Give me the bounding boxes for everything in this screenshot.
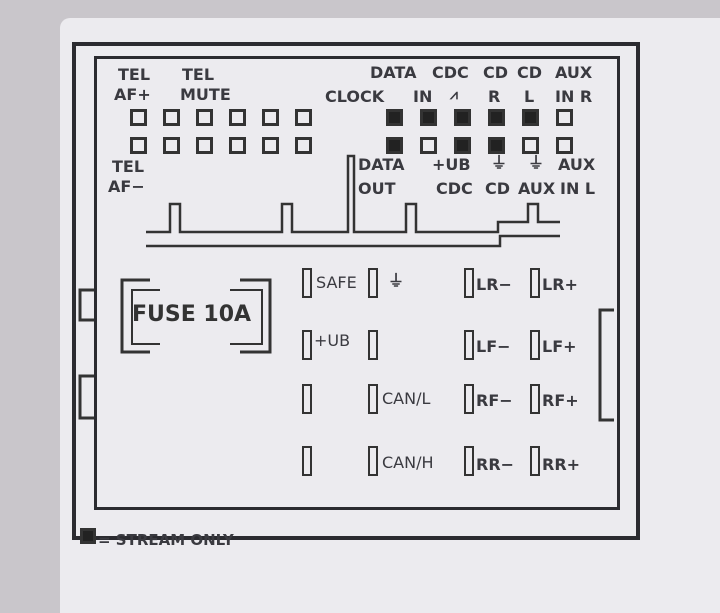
pin-can-l: CAN/L — [382, 389, 431, 408]
label-tel-af-minus-1: TEL — [112, 157, 145, 176]
pin-stream-only — [386, 109, 403, 126]
pin-rr-plus: RR+ — [542, 455, 581, 474]
pin-stream-only — [488, 109, 505, 126]
legend-text: = STREAM ONLY — [98, 531, 234, 549]
pin-slot — [368, 268, 378, 298]
pin-slot — [368, 446, 378, 476]
pin-stream-only — [420, 109, 437, 126]
pin-rf-minus: RF− — [476, 391, 513, 410]
pin-rf-plus: RF+ — [542, 391, 579, 410]
pin-slot — [368, 330, 378, 360]
label-data-in-1: DATA — [370, 63, 417, 82]
pin-slot — [464, 330, 474, 360]
pin — [262, 109, 279, 126]
label-aux-in-r-1: AUX — [555, 63, 593, 82]
outer-frame — [72, 42, 640, 540]
label-tel-af-plus-1: TEL — [118, 65, 151, 84]
legend-filled-square — [80, 528, 96, 544]
pin-lr-plus: LR+ — [542, 275, 578, 294]
ground-icon: ⏚ — [491, 153, 508, 172]
pin-slot — [464, 384, 474, 414]
pin-slot — [302, 330, 312, 360]
pin-stream-only — [386, 137, 403, 154]
label-data-in-2: IN — [413, 87, 433, 106]
pin — [556, 109, 573, 126]
pin-stream-only — [488, 137, 505, 154]
pin-slot — [302, 384, 312, 414]
label-data-out-1: DATA — [358, 155, 405, 174]
label-cd-r-1: CD — [483, 63, 509, 82]
pin-slot — [530, 384, 540, 414]
label-ub-cdc-1: +UB — [432, 155, 471, 174]
pin-lr-minus: LR− — [476, 275, 512, 294]
label-cd-l-1: CD — [517, 63, 543, 82]
pin-slot — [368, 384, 378, 414]
label-tel-mute-1: TEL — [182, 65, 215, 84]
pin-slot — [530, 268, 540, 298]
pin — [522, 137, 539, 154]
pin-slot — [464, 446, 474, 476]
label-clock: CLOCK — [325, 87, 385, 106]
label-data-out-2: OUT — [358, 179, 396, 198]
pin-rr-minus: RR− — [476, 455, 515, 474]
pin — [163, 109, 180, 126]
ground-icon: ⏚ — [388, 271, 405, 290]
fuse-label: FUSE 10A — [132, 302, 252, 327]
pin — [420, 137, 437, 154]
ground-icon: ⏚ — [528, 153, 545, 172]
pin-stream-only — [454, 137, 471, 154]
pin — [556, 137, 573, 154]
pin — [163, 137, 180, 154]
pin — [229, 109, 246, 126]
pin — [130, 137, 147, 154]
pin-lf-plus: LF+ — [542, 337, 577, 356]
pin — [262, 137, 279, 154]
label-tel-af-plus-2: AF+ — [114, 85, 151, 104]
label-gnd-cd: CD — [485, 179, 511, 198]
label-cdc: CDC — [432, 63, 469, 82]
pin-slot — [530, 446, 540, 476]
label-aux-in-r-2: IN R — [555, 87, 593, 106]
pin — [196, 137, 213, 154]
pin — [295, 109, 312, 126]
pin-slot — [530, 330, 540, 360]
label-aux-in-l-1: AUX — [558, 155, 596, 174]
label-cd-r-2: R — [488, 87, 501, 106]
antenna-icon: ⩘ — [450, 87, 458, 103]
pin-stream-only — [454, 109, 471, 126]
pin-lf-minus: LF− — [476, 337, 511, 356]
pin-slot — [302, 446, 312, 476]
pin — [196, 109, 213, 126]
label-gnd-aux: AUX — [518, 179, 556, 198]
pin — [229, 137, 246, 154]
pin-safe: SAFE — [316, 273, 357, 292]
label-ub-cdc-2: CDC — [436, 179, 473, 198]
label-cd-l-2: L — [524, 87, 535, 106]
pin — [130, 109, 147, 126]
connector-outline — [94, 56, 620, 510]
pin — [295, 137, 312, 154]
pin-ub: +UB — [314, 331, 351, 350]
label-tel-af-minus-2: AF− — [108, 177, 145, 196]
pin-slot — [302, 268, 312, 298]
label-tel-mute-2: MUTE — [180, 85, 231, 104]
pin-can-h: CAN/H — [382, 453, 434, 472]
label-aux-in-l-2: IN L — [560, 179, 596, 198]
pin-stream-only — [522, 109, 539, 126]
pin-slot — [464, 268, 474, 298]
